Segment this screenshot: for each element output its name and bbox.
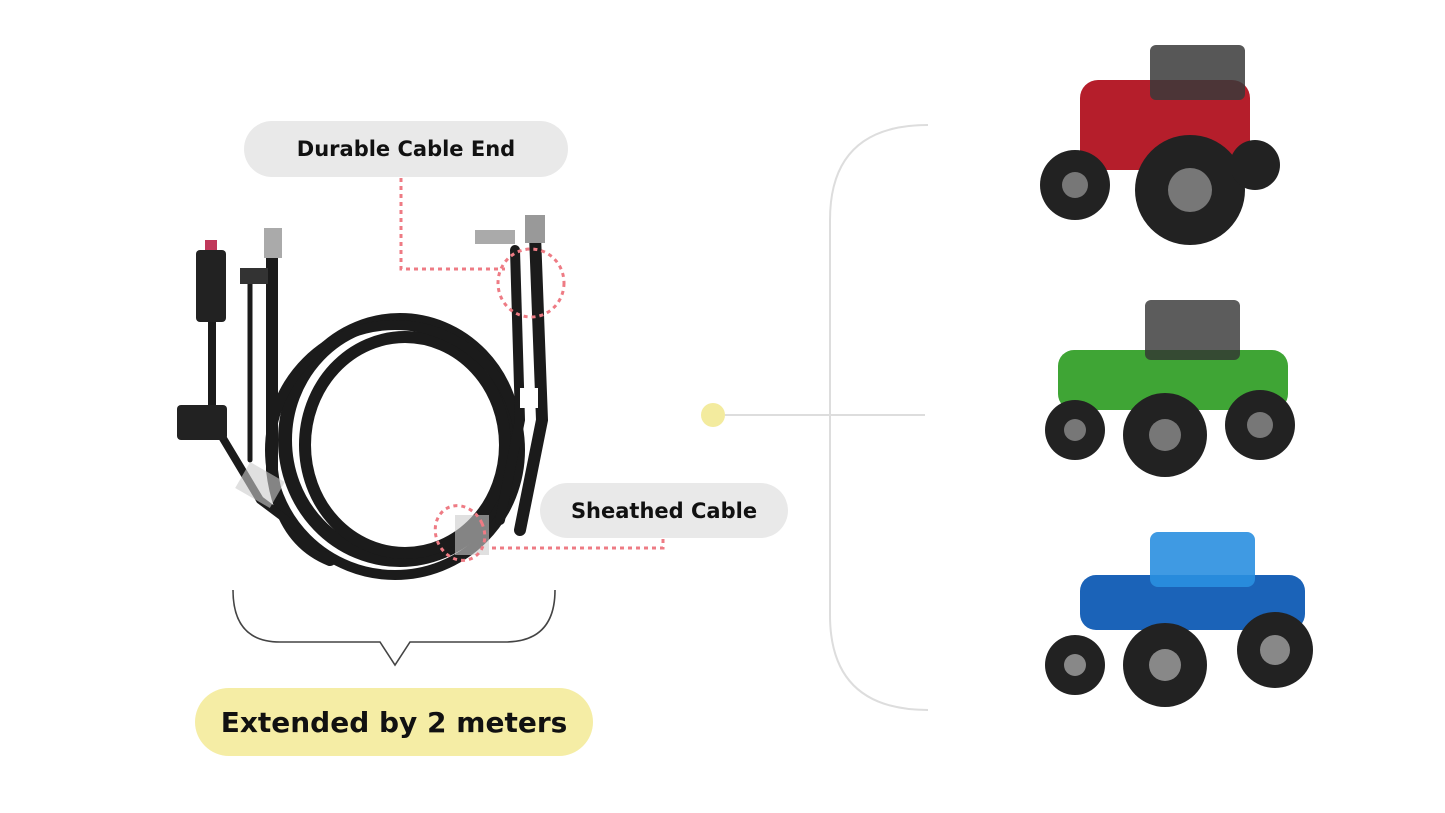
tractor-bracket bbox=[829, 124, 929, 711]
sheathed-cable-label: Sheathed Cable bbox=[540, 483, 788, 538]
length-brace bbox=[232, 589, 556, 667]
extended-length-label: Extended by 2 meters bbox=[195, 688, 593, 756]
cable-harness-image bbox=[208, 229, 549, 580]
durable-cable-end-label: Durable Cable End bbox=[244, 121, 568, 177]
green-tractor-image bbox=[1045, 300, 1295, 477]
blue-tractor-image bbox=[1045, 532, 1313, 707]
connector-shapes bbox=[177, 215, 545, 555]
durable-end-callout-line bbox=[399, 178, 566, 319]
red-tractor-image bbox=[1040, 45, 1280, 245]
connector-dot bbox=[701, 403, 725, 427]
sheathed-callout-line bbox=[433, 504, 665, 562]
